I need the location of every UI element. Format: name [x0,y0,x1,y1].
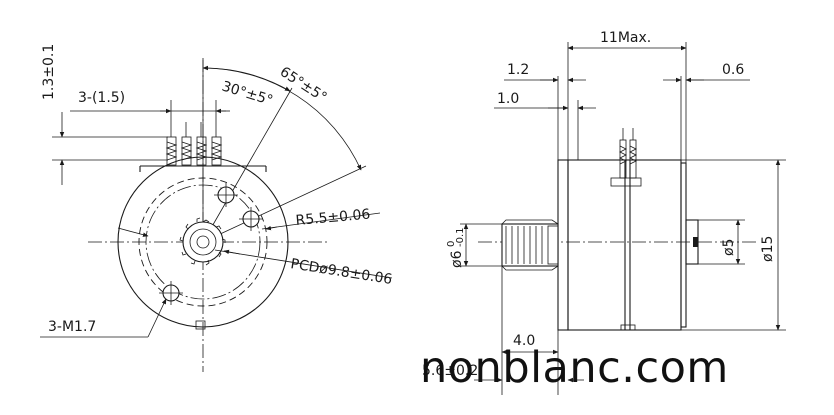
watermark-text: nonblanc.com [420,343,729,393]
gear-root [189,228,217,256]
gear-teeth [179,217,226,266]
rear-boss-tab [693,237,698,247]
holes-label: 3-M1.7 [48,319,96,335]
body-notch [195,320,206,330]
dim-0-6-label: 0.6 [722,62,744,78]
pin-4 [211,136,222,166]
angle-30-label: 30°±5° [220,79,275,110]
pin-1 [166,136,177,166]
mounting-holes [159,183,263,305]
r55-arrow [265,225,278,231]
side-pin-windings [619,145,637,165]
dim-1-2-label: 1.2 [507,62,529,78]
m17-leader-arrow [147,298,167,338]
angle-65-arc [202,67,362,171]
flange-plate [557,159,569,331]
gear-dia-label-group: ø6 0 -0.1 [446,227,466,268]
front-inner-arrow [117,227,149,237]
r55-leader [261,212,381,230]
pitch-label: 3-(1.5) [78,90,125,106]
gear-dia-tol-lower: -0.1 [455,227,466,247]
gear-outer [182,221,224,263]
gear-dia-label: ø6 [449,250,465,268]
pin-windings [165,141,223,161]
dim-5-6-label: 5.6±0.2 [422,363,478,379]
pcd-arrow [223,249,241,255]
side-view: 11Max. 1.2 0.6 1.0 ø6 0 -0.1 ø5 ø15 4.0 … [422,30,786,395]
side-pin-2 [629,139,637,179]
pcd-label: PCDø9.8±0.06 [289,256,393,288]
dim-4-0-label: 4.0 [513,333,535,349]
side-gear-edge [501,219,559,271]
pinion-gear [179,217,226,266]
gear-shaft [196,235,210,249]
gear-dia-tol-upper: 0 [446,241,457,247]
overall-length-label: 11Max. [600,30,651,46]
side-gear-hub [547,225,559,265]
side-terminal-pins [610,128,642,187]
pin-2 [181,136,192,166]
angle-30-line [202,87,293,243]
bottom-notch [620,324,636,331]
boss-dia-label: ø5 [721,239,737,256]
lead-length-label: 1.3±0.1 [41,44,57,100]
radius-label: R5.5±0.06 [295,207,371,229]
angle-65-line [202,165,367,243]
body-dia-label: ø15 [760,236,776,262]
rear-plate [680,162,687,328]
pin-3 [196,136,207,166]
terminal-pins [165,122,223,166]
dim-1-0-label: 1.0 [497,91,519,107]
side-gear-teeth [505,226,543,264]
front-view: 3-(1.5) 1.3±0.1 30°±5° 65°±5° R5.5±0.06 … [40,44,393,372]
pcd-leader [214,249,393,279]
pin-block [610,177,642,187]
